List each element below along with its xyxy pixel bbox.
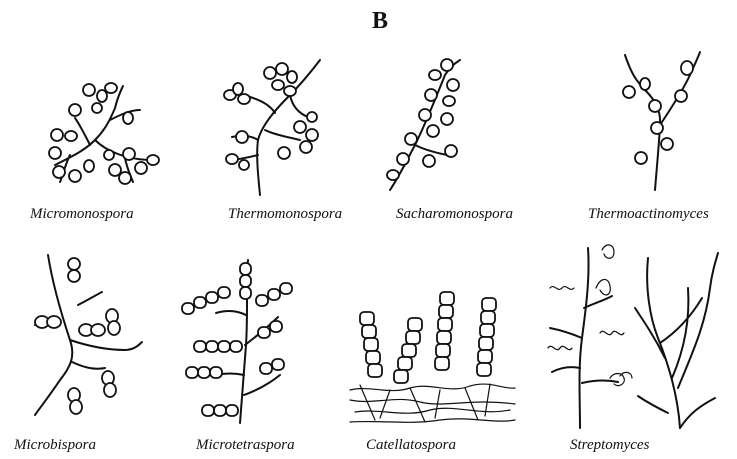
microbispora-illustration: [30, 250, 145, 420]
thermomonospora-illustration: [220, 55, 325, 195]
sacharomonospora-illustration: [385, 55, 475, 195]
caption-catellatospora: Catellatospora: [366, 437, 456, 454]
catellatospora-illustration: [350, 290, 515, 430]
caption-thermomonospora: Thermomonospora: [228, 206, 342, 223]
caption-microtetraspora: Microtetraspora: [196, 437, 295, 454]
streptomyces-illustration: [540, 238, 725, 430]
caption-thermoactinomyces: Thermoactinomyces: [588, 206, 709, 223]
microtetraspora-illustration: [180, 255, 295, 425]
micromonospora-illustration: [45, 80, 160, 190]
caption-streptomyces: Streptomyces: [570, 437, 649, 454]
caption-microbispora: Microbispora: [14, 437, 96, 454]
caption-micromonospora: Micromonospora: [30, 206, 134, 223]
thermoactinomyces-illustration: [615, 50, 705, 195]
caption-sacharomonospora: Sacharomonospora: [396, 206, 513, 223]
panel-label: B: [360, 8, 400, 35]
